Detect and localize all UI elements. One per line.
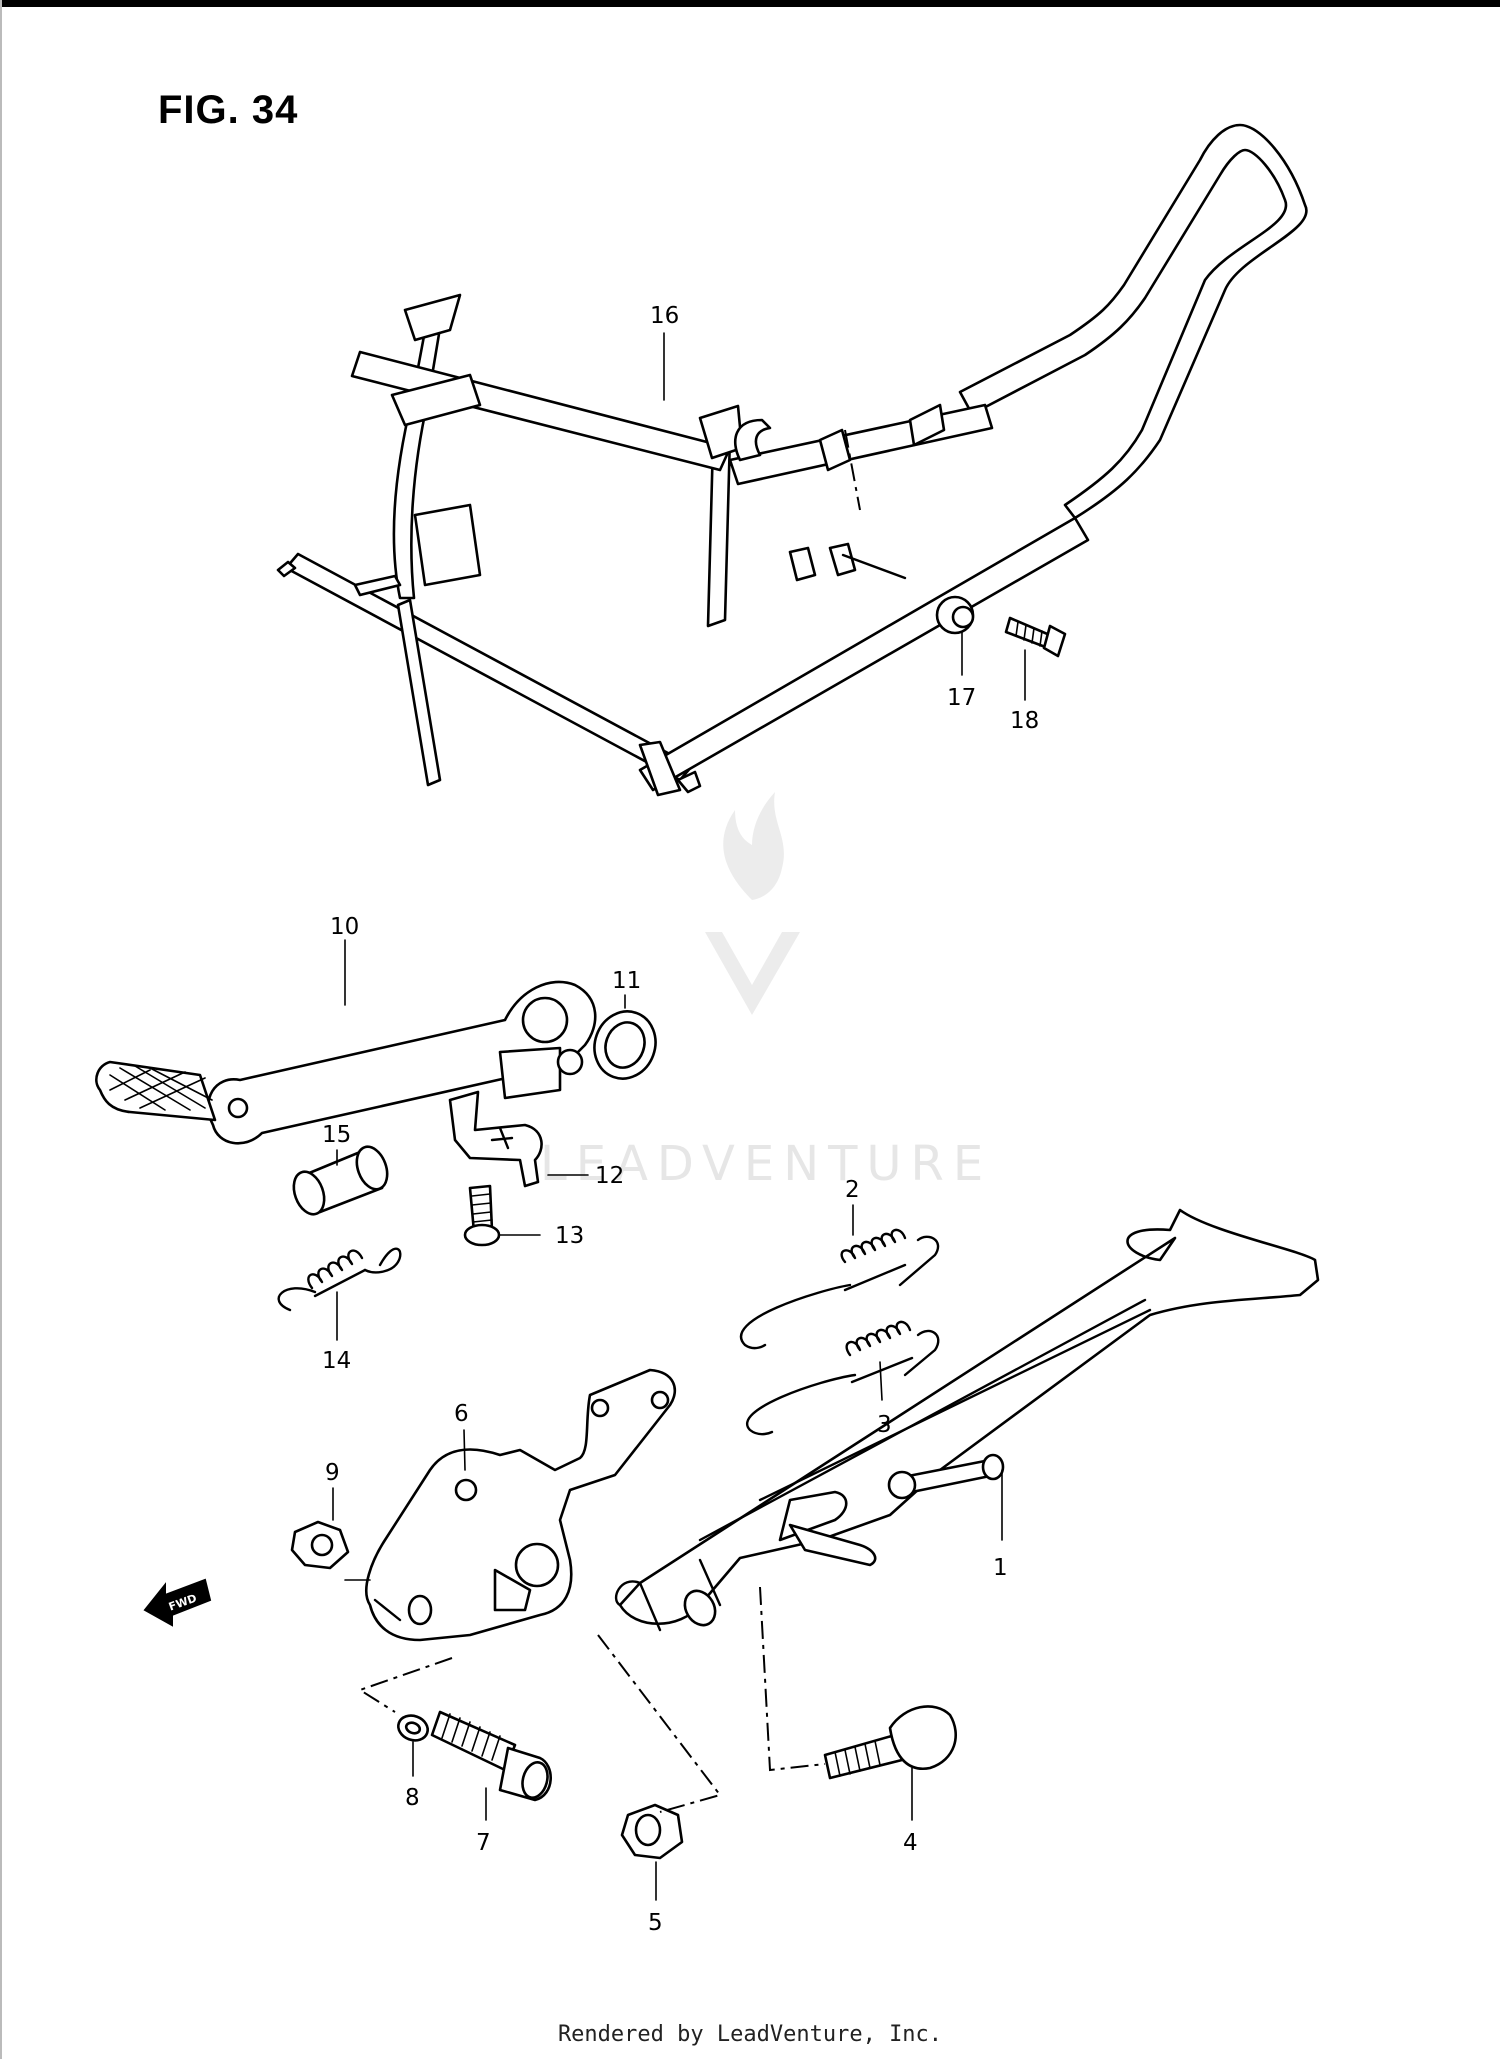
part-16-stand-frame [276, 123, 1308, 797]
callout-6: 6 [454, 1401, 469, 1427]
flame-v-logo-icon [705, 792, 800, 1015]
part-6-plate [365, 1368, 676, 1642]
part-12-bracket [448, 1090, 543, 1188]
callout-14: 14 [322, 1348, 351, 1374]
part-9-nut [290, 1520, 350, 1570]
part-14-spring [277, 1247, 402, 1312]
part-8-washer [397, 1714, 429, 1742]
callout-1: 1 [993, 1555, 1008, 1581]
part-1-side-stand [614, 1208, 1320, 1632]
callout-8: 8 [405, 1785, 420, 1811]
figure-title: FIG. 34 [158, 88, 299, 132]
footer-credit: Rendered by LeadVenture, Inc. [557, 2022, 943, 2047]
callout-11: 11 [612, 968, 641, 994]
part-3-spring [746, 1320, 940, 1436]
part-11-washer [593, 1010, 657, 1080]
callout-12: 12 [595, 1163, 624, 1189]
part-7-bolt [430, 1710, 552, 1802]
part-4-pivot-bolt [823, 1705, 958, 1780]
callout-9: 9 [325, 1460, 340, 1486]
callouts: 1 2 3 4 5 6 7 8 9 10 11 12 13 14 15 16 1… [322, 303, 1039, 1936]
callout-5: 5 [648, 1910, 663, 1936]
callout-3: 3 [877, 1412, 892, 1438]
part-2-spring [740, 1228, 940, 1350]
watermark-text: LEADVENTURE [540, 1136, 992, 1192]
part-5-nut [620, 1803, 684, 1860]
callout-15: 15 [322, 1122, 351, 1148]
callout-7: 7 [476, 1830, 491, 1856]
callout-13: 13 [555, 1223, 584, 1249]
fwd-direction-badge: FWD [143, 1578, 212, 1627]
callout-17: 17 [947, 685, 976, 711]
callout-10: 10 [330, 914, 359, 940]
callout-16: 16 [650, 303, 679, 329]
leader-lines [332, 332, 1026, 1901]
watermark: LEADVENTURE [540, 792, 992, 1192]
part-15-collar [292, 1145, 389, 1216]
callout-18: 18 [1010, 708, 1039, 734]
part-10-arm [95, 980, 597, 1145]
top-border [0, 0, 1500, 7]
assembly-lines [357, 429, 861, 1813]
callout-2: 2 [845, 1177, 860, 1203]
callout-4: 4 [903, 1830, 918, 1856]
left-border [0, 0, 2, 2059]
part-13-screw [463, 1184, 501, 1247]
